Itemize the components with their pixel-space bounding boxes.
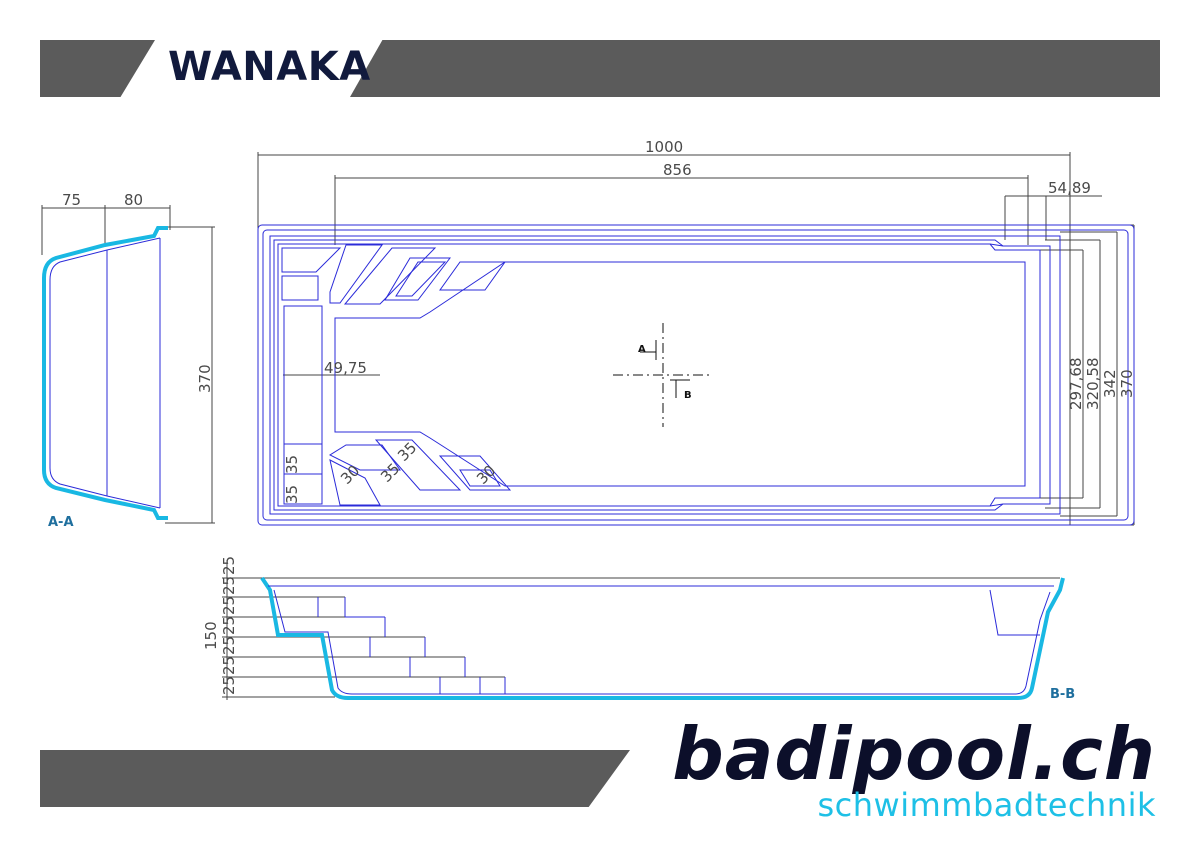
plan-dim-856: 856: [663, 161, 692, 179]
section-a-label: A-A: [48, 515, 74, 530]
plan-step-dim: 35: [377, 460, 403, 486]
header-bar-right: [350, 40, 1160, 97]
plan-dim-297-68: 297,68: [1067, 358, 1085, 411]
plan-dim-370: 370: [1118, 369, 1136, 398]
section-a-dim-370: 370: [196, 364, 214, 393]
section-a-shell: [42, 226, 168, 520]
plan-dim-342: 342: [1101, 369, 1119, 398]
section-b-shell: [260, 576, 1065, 700]
section-b-step-dim: 25: [220, 616, 238, 635]
section-b-step-dim: 25: [220, 576, 238, 595]
section-b-step-dim: 25: [220, 636, 238, 655]
plan-step-dim: 30: [473, 462, 499, 488]
section-a-dim-75: 75: [62, 191, 81, 209]
brand-logo: badipool.ch: [672, 712, 1156, 796]
page-title: WANAKA: [168, 44, 371, 90]
plan-dim-320-58: 320,58: [1084, 358, 1102, 411]
brand-tagline: schwimmbadtechnik: [817, 786, 1156, 824]
section-b-step-dim: 25: [220, 656, 238, 675]
plan-dim-49-75: 49,75: [324, 359, 367, 377]
plan-step-dim: 35: [283, 455, 301, 474]
plan-dim-54-89: 54,89: [1048, 179, 1091, 197]
plan-step-dim: 35: [394, 439, 420, 465]
section-b-step-dim: 25: [220, 596, 238, 615]
section-marker-a: A: [638, 344, 646, 355]
section-b-step-dim: 25: [220, 556, 238, 575]
footer-bar: [40, 750, 630, 807]
section-b-b: 25 25 25 25 25 25 25 150 B-B: [202, 556, 1075, 702]
section-b-step-dim: 25: [220, 676, 238, 695]
section-b-dim-150: 150: [202, 621, 220, 650]
section-a-a: 75 80 370 A-A: [41, 191, 215, 530]
plan-dim-1000: 1000: [645, 138, 683, 156]
section-b-label: B-B: [1050, 687, 1075, 702]
plan-view: A B 1000 856 54,89 49,75 297,68 320,58 3…: [257, 138, 1136, 526]
section-marker-b: B: [684, 390, 692, 401]
section-a-dim-80: 80: [124, 191, 143, 209]
plan-step-dim: 35: [283, 485, 301, 504]
